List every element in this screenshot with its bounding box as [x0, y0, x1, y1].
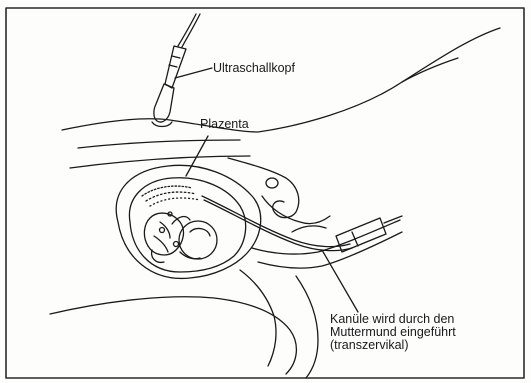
placenta-dots: [150, 198, 200, 206]
placenta-label: Plazenta: [200, 118, 249, 131]
cannula-label: Kanüle wird durch den Muttermund eingefü…: [330, 313, 456, 352]
cannula-tube: [202, 196, 350, 247]
abdomen-outline: [62, 28, 500, 132]
probe-cable: [178, 14, 196, 46]
anterior-wall: [262, 196, 330, 224]
abdominal-wall: [78, 140, 240, 148]
probe-ring: [172, 56, 180, 58]
bladder-marker: [266, 178, 278, 188]
probe-leader-line: [175, 68, 212, 78]
cannula-leader-line: [322, 250, 358, 312]
bladder-outline: [228, 158, 299, 218]
uterus-outer-wall: [116, 165, 260, 278]
posterior-contour: [50, 297, 296, 374]
placenta-edge-inner: [146, 192, 196, 201]
probe-cable-inner: [182, 14, 200, 47]
cannula-syringe: [336, 218, 386, 252]
rectum-wall: [240, 270, 276, 366]
probe-label: Ultraschallkopf: [213, 62, 295, 75]
perineum-outline: [296, 276, 318, 378]
placenta-edge: [142, 186, 192, 196]
placenta-leader-line: [186, 136, 208, 176]
fetus: [144, 212, 217, 262]
cervix-lip: [292, 226, 326, 232]
abdomen-contour: [402, 58, 458, 82]
cannula-label-line: (transzervikal): [330, 339, 456, 352]
probe-ring: [169, 65, 177, 67]
probe-head: [154, 84, 174, 122]
abdominal-wall-inner: [70, 156, 250, 168]
cannula-plunger: [384, 216, 402, 223]
probe-tip: [152, 122, 172, 127]
